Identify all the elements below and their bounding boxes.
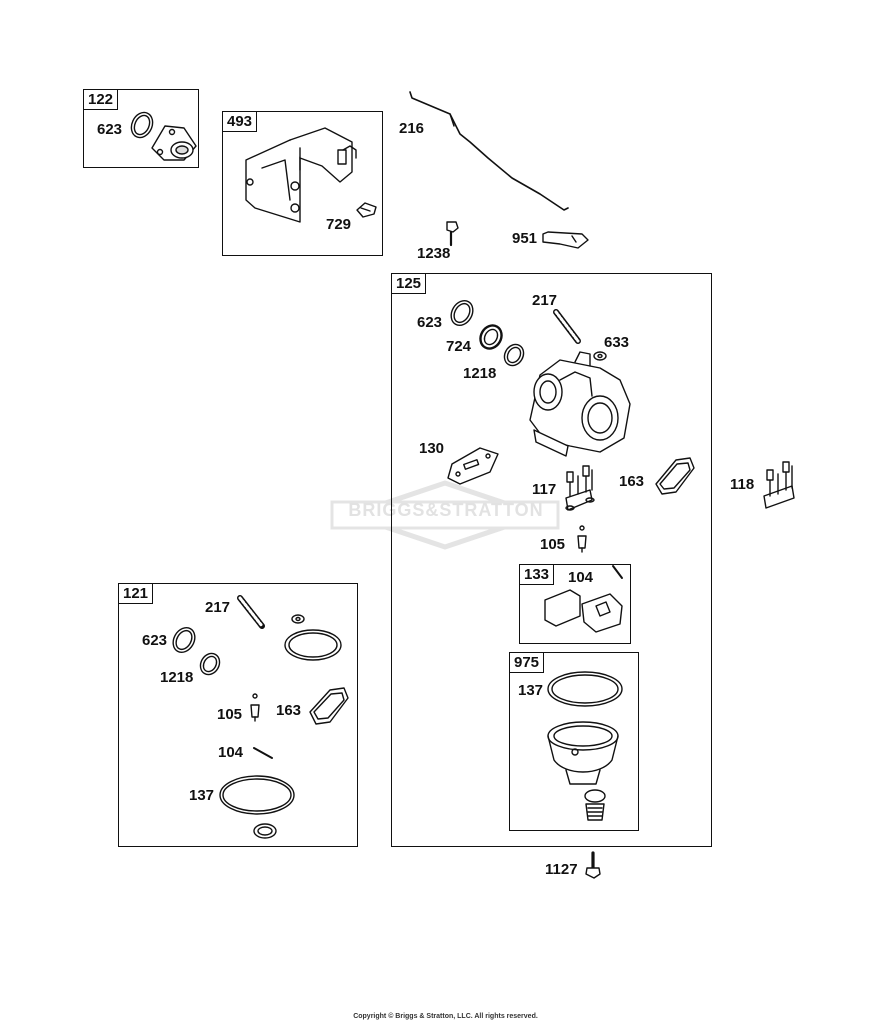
copyright-notice: Copyright © Briggs & Stratton, LLC. All …: [353, 1013, 538, 1020]
kit-tag-133: 133: [519, 564, 555, 585]
kit-tag-122: 122: [83, 89, 119, 110]
kit-box-121: 121: [118, 583, 358, 847]
drain-fitting-icon: [584, 789, 606, 821]
intake-elbow-122-icon: [151, 125, 197, 161]
label-623: 623: [142, 632, 168, 649]
label-633: 633: [604, 334, 630, 351]
bolt-1127-icon: [585, 851, 601, 879]
o-ring-small-icon: [253, 823, 277, 839]
kit-tag-125: 125: [391, 273, 427, 294]
o-ring-1218-icon: [503, 343, 525, 367]
label-729: 729: [326, 216, 352, 233]
control-bracket-493-icon: [245, 127, 357, 223]
watermark-text: BRIGGS&STRATTON: [348, 500, 544, 520]
clip-729-icon: [356, 202, 377, 218]
o-ring-623-icon: [450, 299, 474, 327]
label-117: 117: [532, 481, 557, 498]
gasket-163-icon: [655, 457, 695, 495]
label-105: 105: [217, 706, 243, 723]
fuel-fitting-118-icon: [763, 461, 795, 509]
spring-217-icon: [553, 309, 581, 344]
o-ring-icon: [284, 629, 342, 661]
gasket-724-icon: [479, 324, 503, 350]
label-1238: 1238: [417, 245, 451, 262]
o-ring-137-icon: [219, 775, 295, 815]
carburetor-body-icon: [529, 351, 631, 457]
label-118: 118: [730, 476, 755, 493]
o-ring-137-icon: [547, 671, 623, 707]
label-137: 137: [518, 682, 544, 699]
label-216: 216: [399, 120, 425, 137]
kit-box-975: 975: [509, 652, 639, 831]
kit-box-133: 133: [519, 564, 631, 644]
float-bowl-975-icon: [547, 721, 619, 785]
jet-105-icon: [250, 693, 260, 722]
washer-icon: [291, 614, 305, 624]
label-163: 163: [276, 702, 302, 719]
spring-217-icon: [237, 595, 265, 629]
o-ring-1218-icon: [199, 652, 221, 676]
label-130: 130: [419, 440, 445, 457]
label-137: 137: [189, 787, 215, 804]
kit-box-493: 493: [222, 111, 383, 256]
kit-tag-121: 121: [118, 583, 154, 604]
label-1218: 1218: [160, 669, 194, 686]
fuel-fitting-117-icon: [565, 465, 595, 511]
float-133-icon: [544, 589, 623, 633]
jet-105-icon: [577, 525, 587, 553]
gasket-130-icon: [447, 447, 499, 485]
label-951: 951: [512, 230, 538, 247]
label-163: 163: [619, 473, 645, 490]
label-623: 623: [417, 314, 443, 331]
kit-tag-975: 975: [509, 652, 545, 673]
kit-tag-493: 493: [222, 111, 258, 132]
brand-watermark-logo: [330, 480, 560, 550]
label-1218: 1218: [463, 365, 497, 382]
label-1127: 1127: [545, 861, 578, 878]
label-105: 105: [540, 536, 566, 553]
label-217: 217: [205, 599, 231, 616]
gasket-163-icon: [309, 687, 349, 725]
kit-box-122: 122: [83, 89, 199, 168]
screw-1238-icon: [446, 221, 459, 247]
label-724: 724: [446, 338, 472, 355]
washer-633-icon: [593, 351, 607, 361]
label-104: 104: [568, 569, 594, 586]
o-ring-623-icon: [172, 626, 196, 654]
label-104: 104: [218, 744, 244, 761]
pin-104-icon: [612, 565, 623, 579]
lever-951-icon: [542, 231, 589, 249]
kit-box-125: 125: [391, 273, 712, 847]
label-217: 217: [532, 292, 558, 309]
pin-104-icon: [253, 747, 273, 759]
label-623: 623: [97, 121, 123, 138]
governor-link-216-icon: [409, 91, 569, 211]
o-ring-623-icon: [130, 111, 154, 139]
